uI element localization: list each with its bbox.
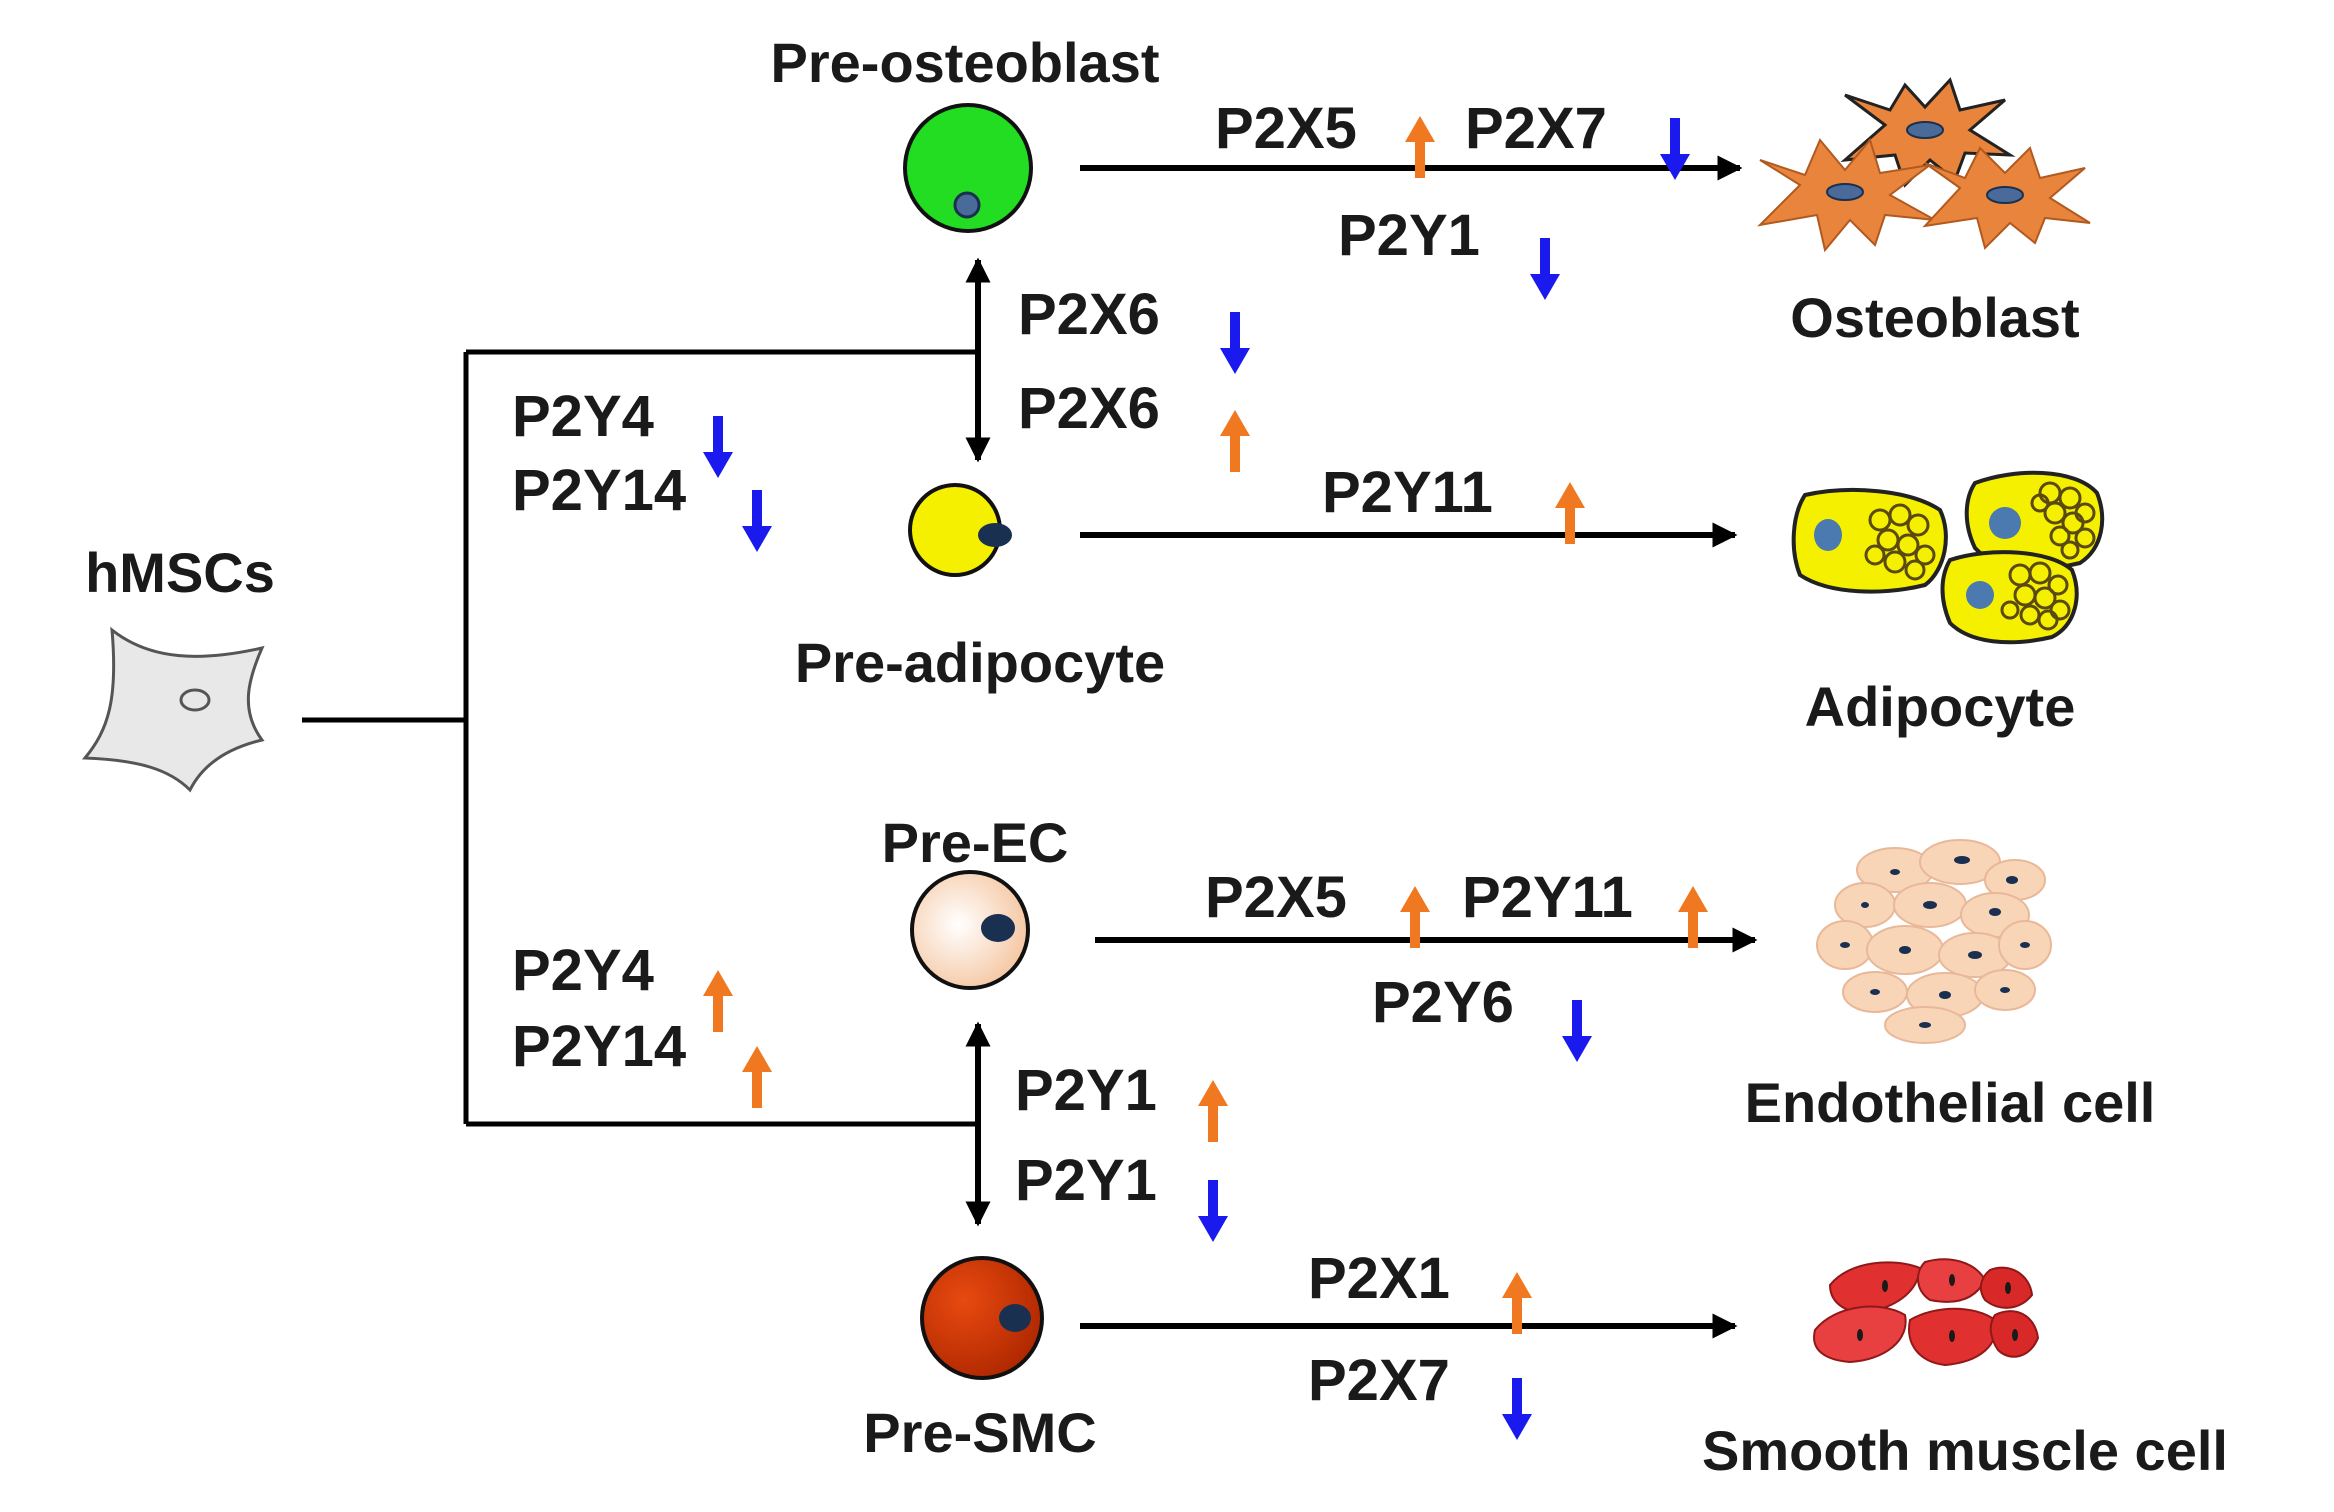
up-arrow-shape bbox=[742, 1046, 772, 1108]
adipo-path-receptors: P2Y11 bbox=[1322, 460, 1585, 544]
hmsc-label: hMSCs bbox=[85, 541, 275, 604]
hmsc-nucleus-icon bbox=[179, 688, 211, 712]
down-arrow-icon bbox=[1502, 1378, 1532, 1440]
down-arrow-shape bbox=[1562, 1000, 1592, 1062]
up-arrow-shape bbox=[1502, 1272, 1532, 1334]
pre-adipocyte-nucleus-icon bbox=[978, 523, 1012, 547]
receptor-label: P2Y1 bbox=[1015, 1148, 1157, 1213]
up-arrow-icon bbox=[1400, 886, 1430, 948]
up-arrow-icon bbox=[703, 970, 733, 1032]
down-arrow-shape bbox=[1530, 238, 1560, 300]
receptor-label: P2Y14 bbox=[512, 1014, 686, 1079]
up-arrow-shape bbox=[1400, 886, 1430, 948]
receptor-label: P2Y6 bbox=[1372, 970, 1514, 1035]
branch-lines bbox=[302, 349, 978, 1127]
pre-smc: Pre-SMC bbox=[863, 1256, 1097, 1464]
smooth-muscle-label: Smooth muscle cell bbox=[1702, 1419, 2228, 1482]
down-arrow-icon bbox=[742, 490, 772, 552]
down-arrow-shape bbox=[1220, 312, 1250, 374]
down-arrow-shape bbox=[1502, 1378, 1532, 1440]
hmsc-cell: hMSCs bbox=[81, 541, 275, 793]
receptor-label: P2X5 bbox=[1215, 96, 1357, 161]
osteoblast-cluster-icon: Osteoblast bbox=[1757, 77, 2091, 349]
osteo-path-receptors: P2X5 P2X7 P2Y1 bbox=[1215, 96, 1690, 300]
ec-path-receptors: P2X5 P2Y11 P2Y6 bbox=[1205, 865, 1708, 1062]
osteo-adipo-switch-receptors: P2X6 P2X6 bbox=[1018, 282, 1250, 472]
receptor-label: P2Y1 bbox=[1338, 203, 1480, 268]
up-arrow-shape bbox=[1198, 1080, 1228, 1142]
pre-ec-nucleus-icon bbox=[981, 914, 1015, 942]
up-arrow-icon bbox=[1555, 482, 1585, 544]
receptor-label: P2Y4 bbox=[512, 938, 654, 1003]
lower-branch-receptors: P2Y4 P2Y14 bbox=[512, 938, 772, 1108]
receptor-label: P2Y11 bbox=[1322, 460, 1493, 525]
smooth-muscle-cluster-icon: Smooth muscle cell bbox=[1702, 1258, 2228, 1482]
pre-osteoblast-cell-icon bbox=[903, 103, 1033, 233]
pre-smc-label: Pre-SMC bbox=[863, 1401, 1096, 1464]
receptor-label: P2Y14 bbox=[512, 458, 686, 523]
down-arrow-icon bbox=[1220, 312, 1250, 374]
down-arrow-icon bbox=[1530, 238, 1560, 300]
ec-smc-switch-receptors: P2Y1 P2Y1 bbox=[1015, 1058, 1228, 1242]
up-arrow-icon bbox=[1405, 116, 1435, 178]
up-arrow-shape bbox=[1405, 116, 1435, 178]
pre-osteoblast-label: Pre-osteoblast bbox=[771, 31, 1160, 94]
up-arrow-icon bbox=[1220, 410, 1250, 472]
up-arrow-shape bbox=[703, 970, 733, 1032]
down-arrow-shape bbox=[1198, 1180, 1228, 1242]
hmsc-cell-icon bbox=[81, 626, 265, 793]
pre-ec-label: Pre-EC bbox=[882, 811, 1069, 874]
receptor-label: P2X1 bbox=[1308, 1246, 1450, 1311]
up-arrow-shape bbox=[1220, 410, 1250, 472]
up-arrow-icon bbox=[1198, 1080, 1228, 1142]
pre-osteoblast-nucleus-icon bbox=[953, 191, 981, 219]
down-arrow-icon bbox=[1562, 1000, 1592, 1062]
down-arrow-shape bbox=[1660, 118, 1690, 180]
up-arrow-icon bbox=[1678, 886, 1708, 948]
adipocyte-cluster-icon: Adipocyte bbox=[1791, 470, 2105, 738]
down-arrow-shape bbox=[703, 416, 733, 478]
pre-adipocyte: Pre-adipocyte bbox=[795, 483, 1165, 694]
down-arrow-icon bbox=[703, 416, 733, 478]
up-arrow-shape bbox=[1555, 482, 1585, 544]
pre-ec-cell-icon bbox=[910, 870, 1030, 990]
adipocyte-label: Adipocyte bbox=[1805, 675, 2076, 738]
receptor-label: P2X5 bbox=[1205, 865, 1347, 930]
pre-ec: Pre-EC bbox=[882, 811, 1069, 990]
receptor-label: P2X6 bbox=[1018, 376, 1160, 441]
pre-osteoblast: Pre-osteoblast bbox=[771, 31, 1160, 233]
down-arrow-icon bbox=[1660, 118, 1690, 180]
pre-smc-nucleus-icon bbox=[999, 1304, 1031, 1332]
receptor-label: P2Y4 bbox=[512, 384, 654, 449]
down-arrow-shape bbox=[742, 490, 772, 552]
endothelial-cluster-icon: Endothelial cell bbox=[1745, 839, 2156, 1134]
pre-smc-cell-icon bbox=[920, 1256, 1044, 1380]
receptor-label: P2X7 bbox=[1308, 1348, 1450, 1413]
up-arrow-icon bbox=[742, 1046, 772, 1108]
upper-branch-receptors: P2Y4 P2Y14 bbox=[512, 384, 772, 552]
up-arrow-icon bbox=[1502, 1272, 1532, 1334]
receptor-label: P2X6 bbox=[1018, 282, 1160, 347]
receptor-label: P2Y11 bbox=[1462, 865, 1633, 930]
endothelial-label: Endothelial cell bbox=[1745, 1071, 2156, 1134]
osteoblast-label: Osteoblast bbox=[1790, 286, 2079, 349]
smc-path-receptors: P2X1 P2X7 bbox=[1308, 1246, 1532, 1440]
receptor-label: P2Y1 bbox=[1015, 1058, 1157, 1123]
receptor-label: P2X7 bbox=[1465, 96, 1607, 161]
up-arrow-shape bbox=[1678, 886, 1708, 948]
down-arrow-icon bbox=[1198, 1180, 1228, 1242]
pre-adipocyte-label: Pre-adipocyte bbox=[795, 631, 1165, 694]
